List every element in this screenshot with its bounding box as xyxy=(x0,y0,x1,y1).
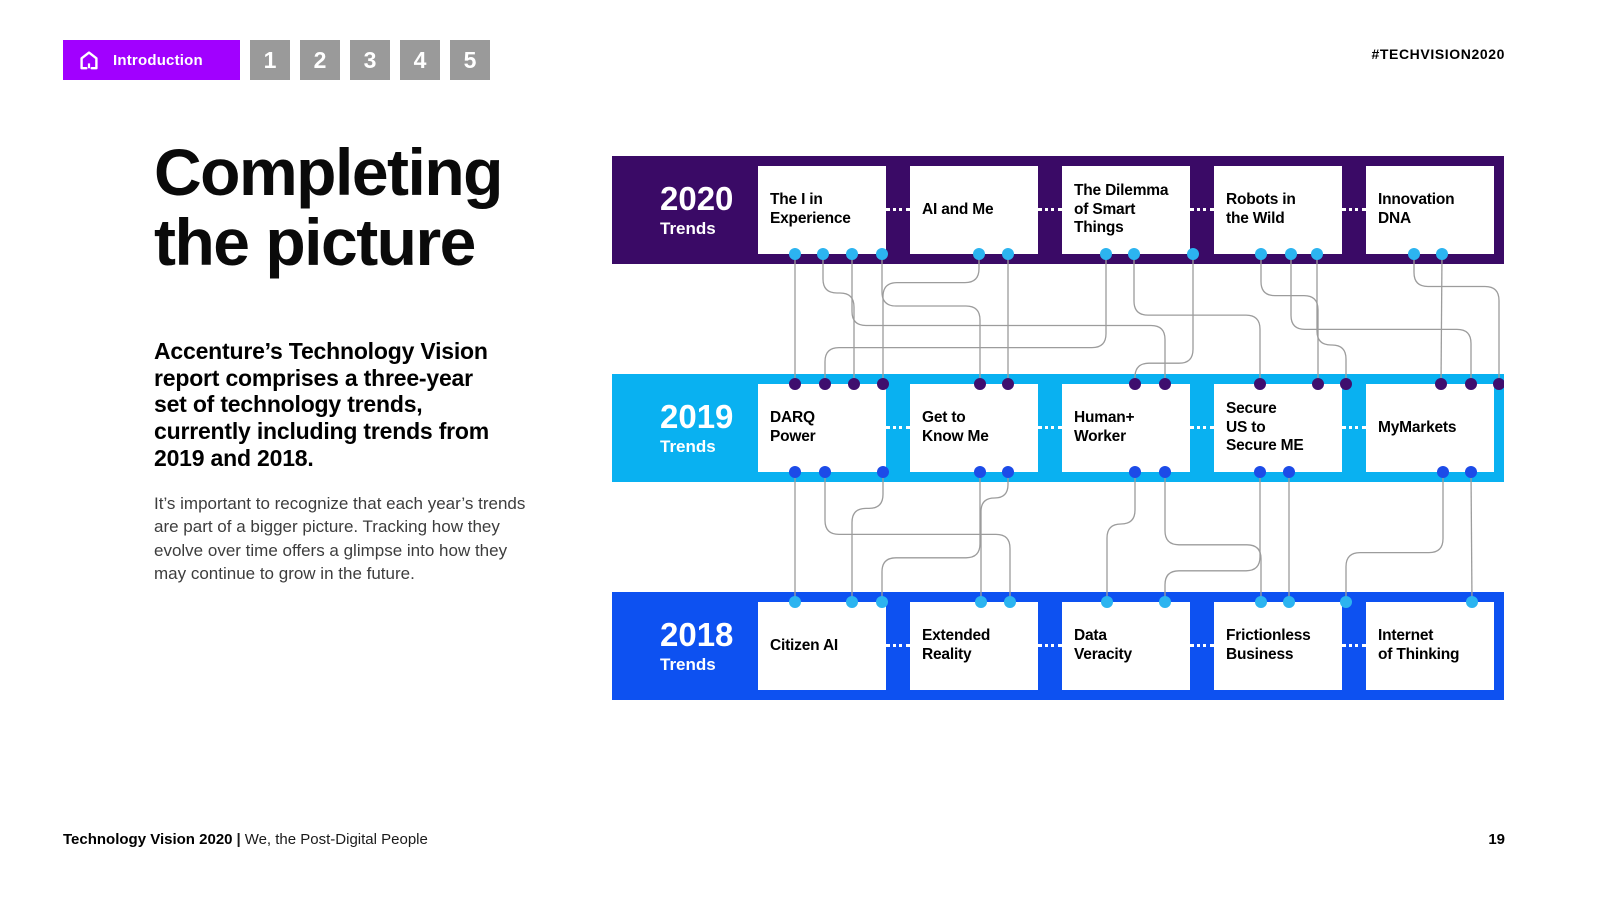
trend-card-label: Frictionless Business xyxy=(1226,627,1311,663)
connector-line xyxy=(1106,472,1136,602)
nav-page-3[interactable]: 3 xyxy=(350,40,390,80)
home-icon xyxy=(77,48,101,72)
trend-card: Internet of Thinking xyxy=(1366,602,1494,690)
year-label-2020: 2020 Trends xyxy=(612,156,758,264)
card-dotted-connector xyxy=(1190,208,1214,211)
connector-line xyxy=(824,254,1107,384)
year-2020-trends: Trends xyxy=(660,218,716,238)
card-dotted-connector xyxy=(1038,644,1062,647)
trend-card-label: Secure US to Secure ME xyxy=(1226,399,1304,455)
trend-card-label: Extended Reality xyxy=(922,627,991,663)
connector-line xyxy=(851,254,1166,384)
trend-card: Citizen AI xyxy=(758,602,886,690)
trend-card: Get to Know Me xyxy=(910,384,1038,472)
year-2019: 2019 xyxy=(660,397,734,435)
trend-card: The I in Experience xyxy=(758,166,886,254)
trend-card: Secure US to Secure ME xyxy=(1214,384,1342,472)
trend-card-label: DARQ Power xyxy=(770,409,816,445)
year-2020: 2020 xyxy=(660,179,734,217)
trend-card-label: Data Veracity xyxy=(1074,627,1132,663)
connector-line xyxy=(1260,254,1319,384)
connector-line xyxy=(882,254,980,384)
nav-page-2[interactable]: 2 xyxy=(300,40,340,80)
trend-card: The Dilemma of Smart Things xyxy=(1062,166,1190,254)
connector-line xyxy=(1290,254,1472,384)
trend-card: Robots in the Wild xyxy=(1214,166,1342,254)
connector-line xyxy=(1413,254,1500,384)
hashtag-label: #TECHVISION2020 xyxy=(1371,46,1505,62)
nav-page-5[interactable]: 5 xyxy=(450,40,490,80)
trend-card-label: MyMarkets xyxy=(1378,418,1457,436)
connector-line xyxy=(881,254,981,384)
trend-card-label: Citizen AI xyxy=(770,636,839,654)
connector-line xyxy=(1345,472,1444,602)
trend-card-label: The Dilemma of Smart Things xyxy=(1074,181,1169,237)
trend-card-label: Internet of Thinking xyxy=(1378,627,1460,663)
connector-line xyxy=(824,472,1011,602)
nav-page-3-label: 3 xyxy=(363,46,377,73)
trend-card-label: The I in Experience xyxy=(770,191,851,227)
card-dotted-connector xyxy=(1342,208,1366,211)
trend-card-label: Robots in the Wild xyxy=(1226,191,1296,227)
year-2018: 2018 xyxy=(660,615,734,653)
trend-card: Data Veracity xyxy=(1062,602,1190,690)
connector-line xyxy=(822,254,855,384)
trend-card-label: Get to Know Me xyxy=(922,409,989,445)
trends-diagram: 2020 Trends The I in Experience AI and M… xyxy=(612,156,1504,700)
trend-card: AI and Me xyxy=(910,166,1038,254)
lead-paragraph: Accenture’s Technology Vision report com… xyxy=(154,338,490,471)
connector-line xyxy=(881,472,981,602)
connector-line xyxy=(1470,471,1473,603)
band-2018: 2018 Trends Citizen AI Extended Reality … xyxy=(612,592,1504,700)
card-dotted-connector xyxy=(1190,644,1214,647)
trend-card-label: AI and Me xyxy=(922,200,994,218)
trend-card-label: Human+ Worker xyxy=(1074,409,1135,445)
band-2019: 2019 Trends DARQ Power Get to Know Me Hu… xyxy=(612,374,1504,482)
trend-card-label: Innovation DNA xyxy=(1378,191,1455,227)
nav-page-4-label: 4 xyxy=(413,46,427,73)
page-title: Completing the picture xyxy=(154,135,503,279)
nav-page-2-label: 2 xyxy=(313,46,327,73)
footer: Technology Vision 2020|We, the Post-Digi… xyxy=(63,831,428,848)
page-number: 19 xyxy=(1488,831,1505,848)
connector-line xyxy=(1164,472,1262,602)
card-dotted-connector xyxy=(886,208,910,211)
nav-page-1-label: 1 xyxy=(263,46,277,73)
nav-page-1[interactable]: 1 xyxy=(250,40,290,80)
card-dotted-connector xyxy=(1342,426,1366,429)
connector-line xyxy=(1133,254,1261,384)
trend-card: MyMarkets xyxy=(1366,384,1494,472)
connector-line xyxy=(851,472,884,602)
nav-introduction-label: Introduction xyxy=(113,51,203,69)
nav-introduction-button[interactable]: Introduction xyxy=(63,40,240,80)
footer-report-title: Technology Vision 2020 xyxy=(63,831,233,848)
top-navigation: Introduction 1 2 3 4 5 xyxy=(63,40,490,80)
nav-page-5-label: 5 xyxy=(463,46,477,73)
card-dotted-connector xyxy=(886,644,910,647)
body-paragraph: It’s important to recognize that each ye… xyxy=(154,494,526,583)
card-dotted-connector xyxy=(1038,208,1062,211)
connector-line xyxy=(1164,472,1261,602)
band-2020: 2020 Trends The I in Experience AI and M… xyxy=(612,156,1504,264)
year-2018-trends: Trends xyxy=(660,654,716,674)
trend-card: Frictionless Business xyxy=(1214,602,1342,690)
trend-card: Human+ Worker xyxy=(1062,384,1190,472)
trend-card: Innovation DNA xyxy=(1366,166,1494,254)
card-dotted-connector xyxy=(1038,426,1062,429)
year-label-2019: 2019 Trends xyxy=(612,374,758,482)
year-2019-trends: Trends xyxy=(660,436,716,456)
footer-separator: | xyxy=(236,831,241,848)
connector-line xyxy=(1316,254,1347,384)
trend-card: DARQ Power xyxy=(758,384,886,472)
footer-subtitle: We, the Post-Digital People xyxy=(244,831,428,848)
nav-page-4[interactable]: 4 xyxy=(400,40,440,80)
card-dotted-connector xyxy=(1190,426,1214,429)
card-dotted-connector xyxy=(1342,644,1366,647)
connector-line xyxy=(1134,254,1194,384)
connector-line xyxy=(1440,253,1443,385)
connector-line xyxy=(980,472,1009,602)
trend-card: Extended Reality xyxy=(910,602,1038,690)
year-label-2018: 2018 Trends xyxy=(612,592,758,700)
card-dotted-connector xyxy=(886,426,910,429)
